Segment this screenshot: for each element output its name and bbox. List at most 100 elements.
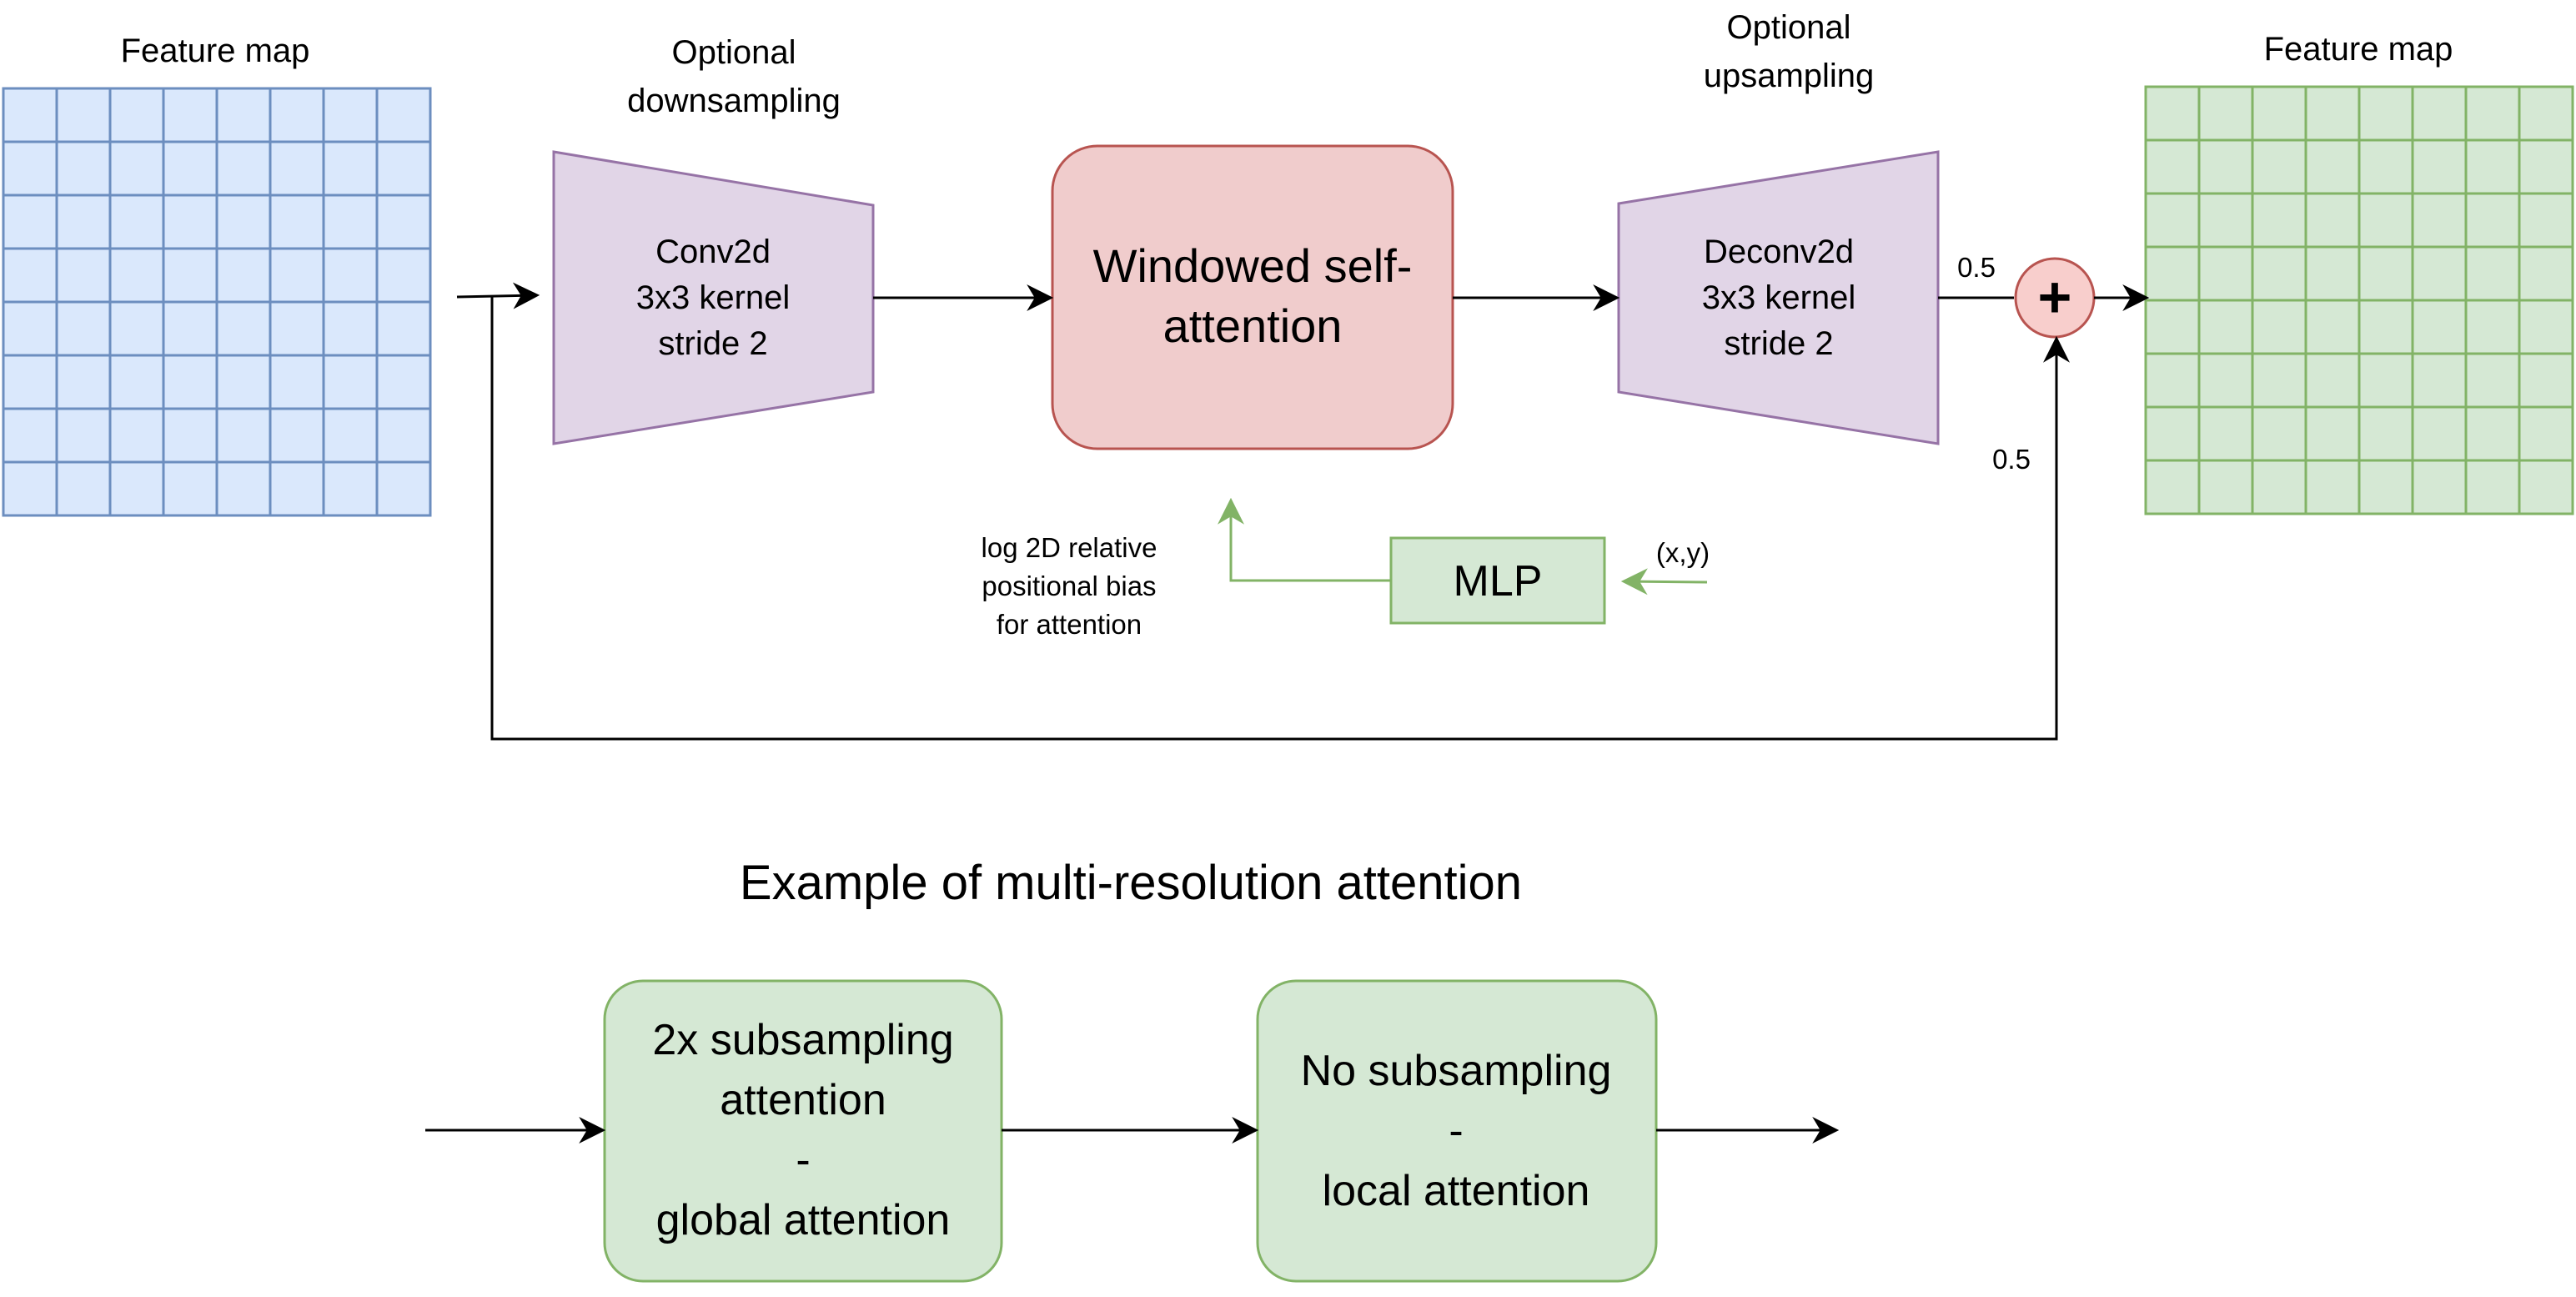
deconv2d-stride-label: stride 2	[1724, 325, 1833, 362]
output-grid-cell	[2358, 405, 2414, 462]
output-grid-cell	[2518, 299, 2574, 355]
output-grid-cell	[2518, 138, 2574, 195]
bias-label-line2: positional bias	[982, 571, 1156, 601]
output-grid-cell	[2358, 192, 2414, 249]
input-feature-map-title: Feature map	[121, 33, 310, 69]
output-grid-cell	[2411, 85, 2468, 142]
input-grid-cell	[2, 247, 58, 304]
output-grid-cell	[2411, 299, 2468, 355]
input-grid-cell	[108, 300, 165, 357]
input-grid-cell	[2, 194, 58, 250]
input-grid-cell	[108, 194, 165, 250]
local-block-line2: -	[1449, 1107, 1463, 1155]
input-grid-cell	[215, 194, 272, 250]
input-grid-cell	[2, 354, 58, 410]
output-grid-cell	[2358, 459, 2414, 515]
output-grid-cell	[2304, 405, 2361, 462]
input-grid-cell	[55, 247, 112, 304]
output-grid-cell	[2251, 405, 2307, 462]
output-grid-cell	[2304, 352, 2361, 409]
local-block-line3: local attention	[1323, 1167, 1590, 1215]
input-grid-cell	[162, 300, 218, 357]
local-block-line1: No subsampling	[1301, 1047, 1612, 1095]
output-grid-cell	[2197, 245, 2254, 302]
input-grid-cell	[375, 354, 432, 410]
output-grid-cell	[2251, 352, 2307, 409]
input-grid-cell	[322, 300, 379, 357]
input-grid-cell	[162, 87, 218, 143]
input-grid-cell	[108, 407, 165, 464]
output-grid-cell	[2144, 138, 2201, 195]
input-grid-cell	[322, 460, 379, 517]
output-grid-cell	[2518, 192, 2574, 249]
input-feature-map-grid	[2, 87, 432, 517]
coords-to-mlp-arrow	[1620, 568, 1708, 596]
example-title: Example of multi-resolution attention	[740, 856, 1522, 910]
main-path-weight: 0.5	[1957, 252, 1996, 283]
input-grid-cell	[162, 194, 218, 250]
input-grid-cell	[215, 300, 272, 357]
input-arrow	[456, 282, 540, 309]
input-grid-cell	[215, 87, 272, 143]
input-grid-cell	[375, 407, 432, 464]
input-grid-cell	[2, 87, 58, 143]
skip-connection-arrow	[490, 297, 2070, 741]
input-grid-cell	[375, 87, 432, 143]
conv2d-block	[552, 150, 875, 445]
mlp-label: MLP	[1454, 557, 1543, 606]
output-grid-cell	[2464, 245, 2521, 302]
global-block-line4: global attention	[656, 1196, 951, 1244]
input-grid-cell	[162, 140, 218, 197]
global-block-line1: 2x subsampling	[652, 1016, 953, 1064]
input-grid-cell	[269, 460, 325, 517]
output-grid-cell	[2358, 245, 2414, 302]
output-grid-cell	[2197, 405, 2254, 462]
conv2d-stride-label: stride 2	[658, 325, 767, 362]
input-grid-cell	[55, 407, 112, 464]
output-grid-cell	[2358, 299, 2414, 355]
upsampling-caption-line2: upsampling	[1704, 58, 1875, 94]
output-grid-cell	[2251, 459, 2307, 515]
output-grid-cell	[2197, 138, 2254, 195]
input-grid-cell	[215, 140, 272, 197]
input-grid-cell	[322, 87, 379, 143]
downsampling-caption-line1: Optional	[672, 34, 796, 71]
input-grid-cell	[108, 140, 165, 197]
output-grid-cell	[2411, 192, 2468, 249]
input-grid-cell	[322, 407, 379, 464]
plus-icon: +	[2038, 264, 2072, 329]
input-grid-cell	[322, 354, 379, 410]
output-grid-cell	[2251, 245, 2307, 302]
downsampling-caption-line2: downsampling	[627, 83, 841, 119]
input-grid-cell	[108, 87, 165, 143]
output-grid-cell	[2304, 245, 2361, 302]
input-grid-cell	[269, 407, 325, 464]
output-grid-cell	[2144, 459, 2201, 515]
input-grid-cell	[269, 140, 325, 197]
output-grid-cell	[2464, 138, 2521, 195]
output-grid-cell	[2411, 405, 2468, 462]
output-grid-cell	[2144, 245, 2201, 302]
output-grid-cell	[2144, 299, 2201, 355]
input-grid-cell	[215, 407, 272, 464]
input-grid-cell	[2, 140, 58, 197]
output-grid-cell	[2358, 138, 2414, 195]
conv2d-kernel-label: 3x3 kernel	[636, 279, 791, 316]
deconv2d-label: Deconv2d	[1704, 234, 1854, 270]
output-grid-cell	[2144, 192, 2201, 249]
output-grid-cell	[2518, 352, 2574, 409]
input-grid-cell	[322, 247, 379, 304]
input-grid-cell	[269, 87, 325, 143]
input-grid-cell	[375, 140, 432, 197]
output-grid-cell	[2464, 459, 2521, 515]
global-block-line2: attention	[720, 1076, 886, 1124]
input-grid-cell	[375, 247, 432, 304]
input-grid-cell	[215, 247, 272, 304]
mlp-input-label: (x,y)	[1656, 537, 1710, 568]
deconv2d-block	[1617, 150, 1940, 445]
input-grid-cell	[2, 460, 58, 517]
output-grid-cell	[2144, 352, 2201, 409]
input-grid-cell	[108, 354, 165, 410]
input-grid-cell	[55, 87, 112, 143]
